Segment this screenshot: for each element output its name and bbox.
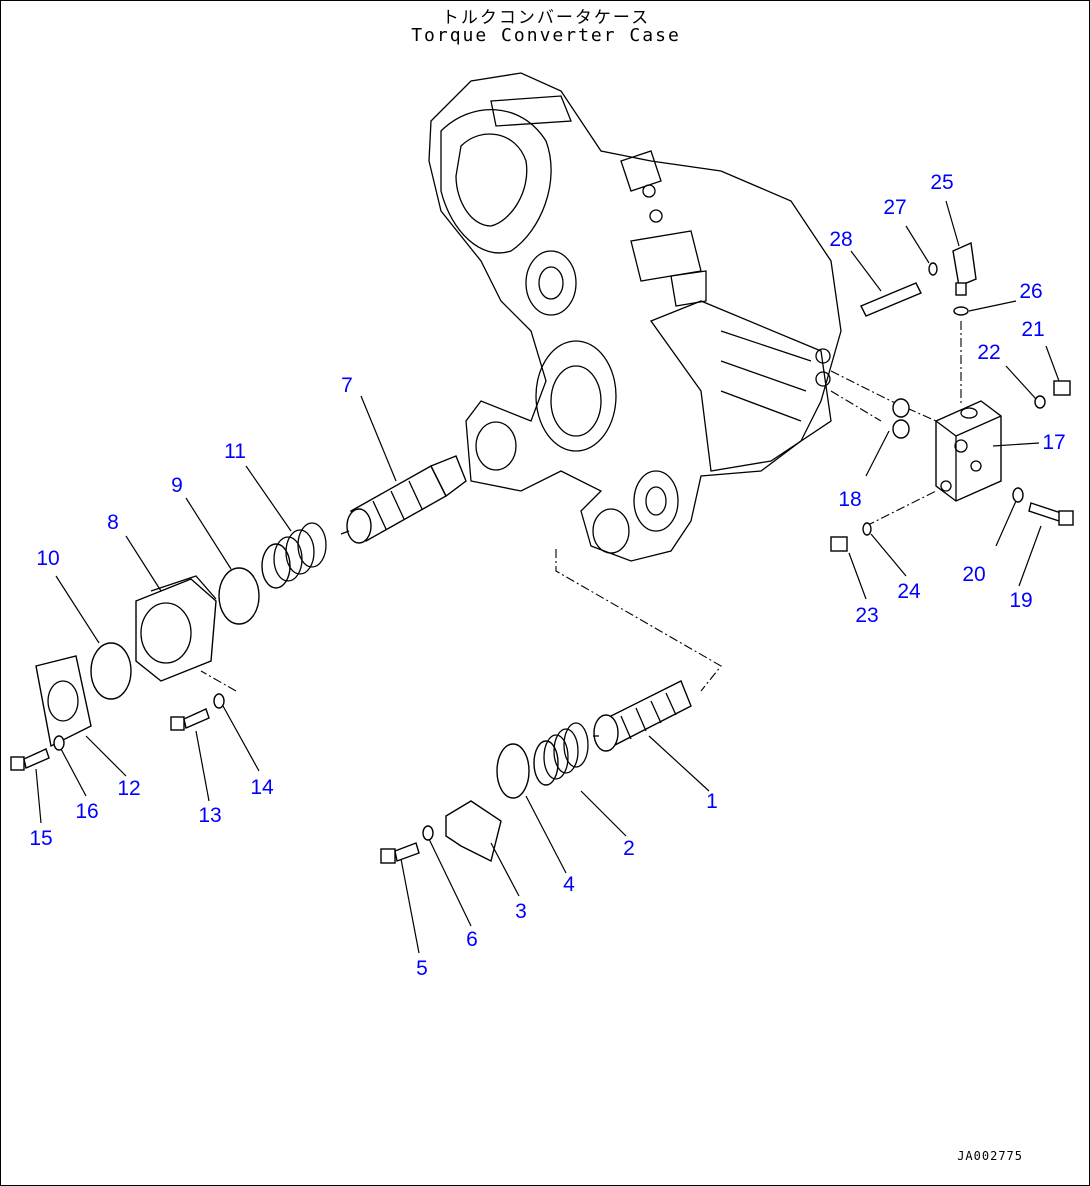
torque-converter-case <box>428 72 842 562</box>
callout-13: 13 <box>198 804 221 827</box>
part-15-bolt <box>10 748 50 771</box>
part-19-bolt <box>1028 502 1074 526</box>
callout-15: 15 <box>29 827 52 850</box>
callout-3: 3 <box>515 900 527 923</box>
part-5-bolt <box>380 842 420 864</box>
callout-10: 10 <box>36 547 59 570</box>
part-11-spring <box>261 522 327 589</box>
part-23-plug <box>830 536 848 552</box>
callout-9: 9 <box>171 474 183 497</box>
callout-22: 22 <box>977 341 1000 364</box>
callout-24: 24 <box>897 580 921 603</box>
callout-25: 25 <box>930 171 953 194</box>
part-9-o-ring <box>218 567 260 625</box>
part-16-washer <box>53 735 65 751</box>
callout-8: 8 <box>107 511 119 534</box>
callout-27: 27 <box>883 196 906 219</box>
part-26-seal <box>953 306 969 316</box>
part-1-strainer <box>593 680 692 752</box>
title-english: Torque Converter Case <box>411 25 681 46</box>
part-4-o-ring <box>496 743 530 799</box>
drawing-code: JA002775 <box>957 1149 1023 1163</box>
part-20-washer <box>1012 487 1024 503</box>
part-3-cover <box>445 800 502 863</box>
part-12-cover-plate <box>35 655 92 748</box>
callout-11: 11 <box>224 440 246 463</box>
callout-17: 17 <box>1042 431 1065 454</box>
part-14-washer <box>213 693 225 709</box>
leader-lines <box>35 200 1060 954</box>
callout-28: 28 <box>829 228 852 251</box>
callout-21: 21 <box>1021 318 1044 341</box>
callout-18: 18 <box>838 488 861 511</box>
part-6-washer <box>422 825 434 841</box>
part-13-bolt <box>170 708 210 731</box>
callout-12: 12 <box>117 777 140 800</box>
callout-20: 20 <box>962 563 985 586</box>
callout-6: 6 <box>466 928 478 951</box>
part-7-strainer <box>340 455 467 544</box>
callout-2: 2 <box>623 837 635 860</box>
part-21-plug <box>1053 380 1071 396</box>
callout-4: 4 <box>563 873 575 896</box>
part-8-housing <box>135 575 217 682</box>
part-27-o-ring <box>928 262 938 276</box>
callout-5: 5 <box>416 957 428 980</box>
callout-19: 19 <box>1009 589 1032 612</box>
part-28-connector <box>860 282 922 317</box>
callout-26: 26 <box>1019 280 1042 303</box>
callout-16: 16 <box>75 800 98 823</box>
part-17-valve-block <box>935 400 1002 502</box>
part-24-o-ring <box>862 522 872 536</box>
part-25-sensor <box>952 241 977 296</box>
part-18-o-rings <box>892 398 910 439</box>
part-2-spring <box>533 722 589 786</box>
callout-1: 1 <box>706 790 718 813</box>
part-22-o-ring <box>1034 395 1046 409</box>
callout-14: 14 <box>250 776 274 799</box>
part-10-gasket <box>90 642 132 700</box>
title-japanese: トルクコンバータケース <box>441 8 651 28</box>
callouts: 1 2 3 4 5 6 7 8 9 10 11 12 13 14 15 16 1… <box>29 171 1065 980</box>
callout-7: 7 <box>341 374 353 397</box>
callout-23: 23 <box>855 604 878 627</box>
